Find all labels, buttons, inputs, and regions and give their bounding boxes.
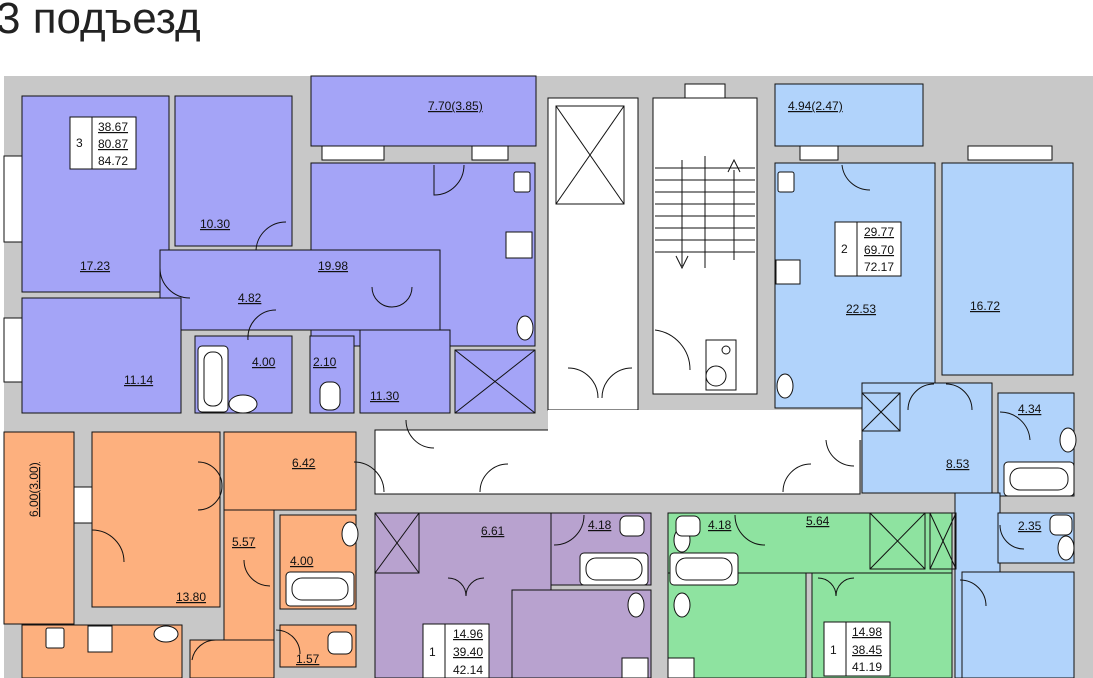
label-a2-r5: 2.35 xyxy=(1018,519,1042,533)
label-a3-balcony: 7.70(3.85) xyxy=(428,99,483,113)
label-a3-r5: 11.14 xyxy=(124,373,153,387)
bathtubs xyxy=(197,345,1075,607)
apartment-1room-purple xyxy=(374,512,652,678)
toilets-sinks xyxy=(45,171,1077,655)
apt-1room-green-rooms: 1 xyxy=(830,643,837,657)
apt-2room-living: 29.77 xyxy=(864,225,894,239)
apt-3room-total-balcony: 84.72 xyxy=(98,154,128,168)
label-a2-balcony: 4.94(2.47) xyxy=(788,99,843,113)
label-a2-r3: 4.34 xyxy=(1018,402,1042,416)
label-a3-r4: 4.82 xyxy=(238,291,262,305)
windows xyxy=(3,83,1053,524)
apt-1room-purple-total-balcony: 42.14 xyxy=(453,663,483,677)
apt-summary-1room-green: 1 14.98 38.45 41.19 xyxy=(823,621,891,677)
apt-1room-purple-rooms: 1 xyxy=(429,645,436,659)
staircase xyxy=(655,156,755,270)
apt-1room-green-total: 38.45 xyxy=(852,643,882,657)
label-ao-r5: 1.57 xyxy=(296,652,320,666)
label-ag-r2: 5.64 xyxy=(806,514,830,528)
apt-summary-2room: 2 29.77 69.70 72.17 xyxy=(834,221,902,277)
apt-3room-total: 80.87 xyxy=(98,137,128,151)
area-labels: 7.70(3.85) 17.23 10.30 19.98 4.82 11.14 … xyxy=(27,99,1042,666)
apt-summary-3room: 3 38.67 80.87 84.72 xyxy=(69,116,137,170)
apt-2room-total: 69.70 xyxy=(864,243,894,257)
apartment-3room xyxy=(21,75,537,414)
apt-3room-rooms: 3 xyxy=(76,136,83,150)
apartment-2room xyxy=(774,83,1075,678)
label-a2-r1: 22.53 xyxy=(846,302,876,316)
apt-1room-green-living: 14.98 xyxy=(852,625,882,639)
label-ao-r4: 4.00 xyxy=(290,554,314,568)
balcony-2room xyxy=(774,83,924,147)
label-ao-r3: 5.57 xyxy=(232,535,256,549)
page-title: 3 подъезд xyxy=(0,0,201,43)
label-a3-r6: 4.00 xyxy=(252,355,276,369)
apt-1room-green-total-balcony: 41.19 xyxy=(852,660,882,674)
label-a2-r4: 8.53 xyxy=(946,457,970,471)
wheelchair-icon xyxy=(705,339,737,391)
label-ag-r1: 4.18 xyxy=(708,518,732,532)
label-ap-r2: 4.18 xyxy=(588,518,612,532)
apt-3room-living: 38.67 xyxy=(98,120,128,134)
apt-1room-purple-living: 14.96 xyxy=(453,627,483,641)
elevator-shafts xyxy=(374,105,957,574)
doors xyxy=(91,164,1031,661)
label-a3-r7: 2.10 xyxy=(313,355,337,369)
common-area xyxy=(374,97,868,495)
label-a3-r1: 17.23 xyxy=(80,259,110,273)
label-ao-r1: 13.80 xyxy=(176,590,206,604)
label-a3-r3: 19.98 xyxy=(318,259,348,273)
label-ao-r2: 6.42 xyxy=(292,456,316,470)
apt-1room-purple-total: 39.40 xyxy=(453,645,483,659)
label-a2-r2: 16.72 xyxy=(970,299,1000,313)
label-ao-balcony: 6.00(3.00) xyxy=(27,462,41,517)
apt-2room-total-balcony: 72.17 xyxy=(864,260,894,274)
label-a3-r8: 11.30 xyxy=(370,389,399,403)
label-ap-r1: 6.61 xyxy=(481,524,505,538)
apt-2room-rooms: 2 xyxy=(841,242,848,256)
stoves xyxy=(87,231,801,678)
apt-summary-1room-purple: 1 14.96 39.40 42.14 xyxy=(422,623,490,678)
balcony-3room xyxy=(310,75,537,147)
label-a3-r2: 10.30 xyxy=(200,217,230,231)
balcony-orange xyxy=(3,431,75,625)
